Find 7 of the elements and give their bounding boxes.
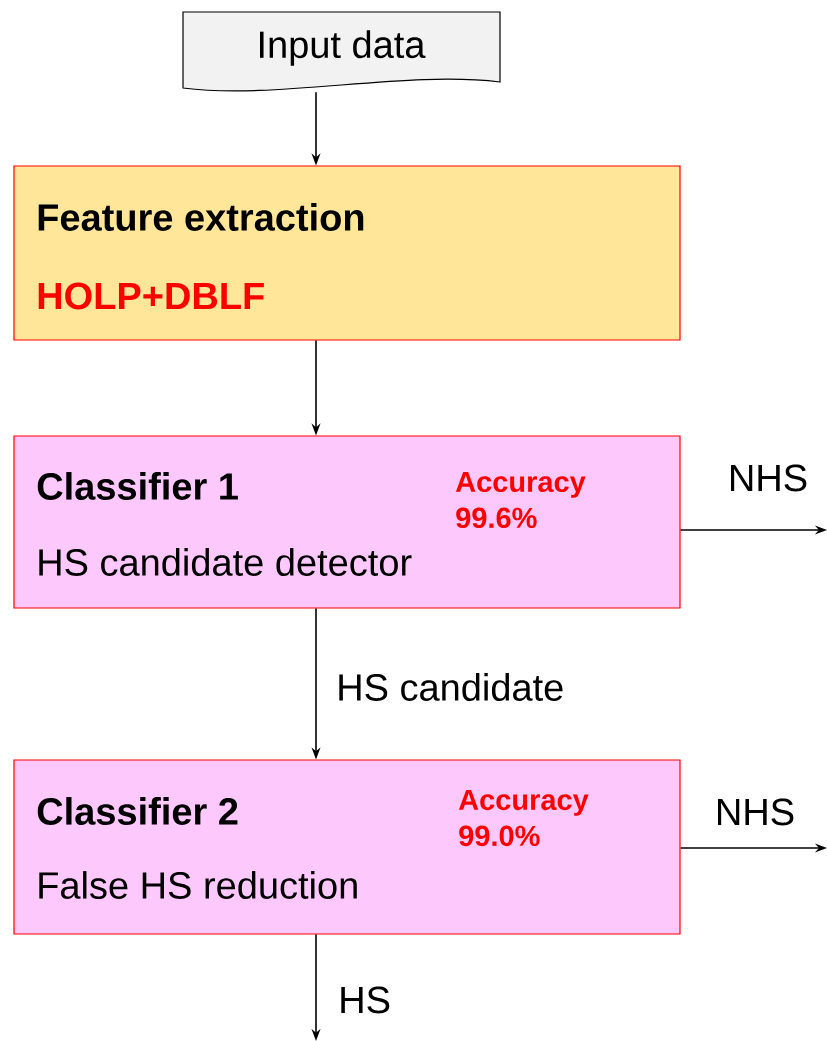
process-box: Classifier 2 False HS reduction Accuracy 99.0% — [13, 759, 681, 935]
process-box: Classifier 1 HS candidate detector Accuracy 99.6% — [13, 435, 681, 609]
edge-label: NHS — [718, 798, 794, 826]
edge-label: HS candidate — [339, 673, 563, 701]
edge-label: NHS — [731, 464, 807, 492]
process-box: Feature extraction HOLP+DBLF — [13, 165, 681, 341]
edge-label: HS — [341, 986, 390, 1014]
